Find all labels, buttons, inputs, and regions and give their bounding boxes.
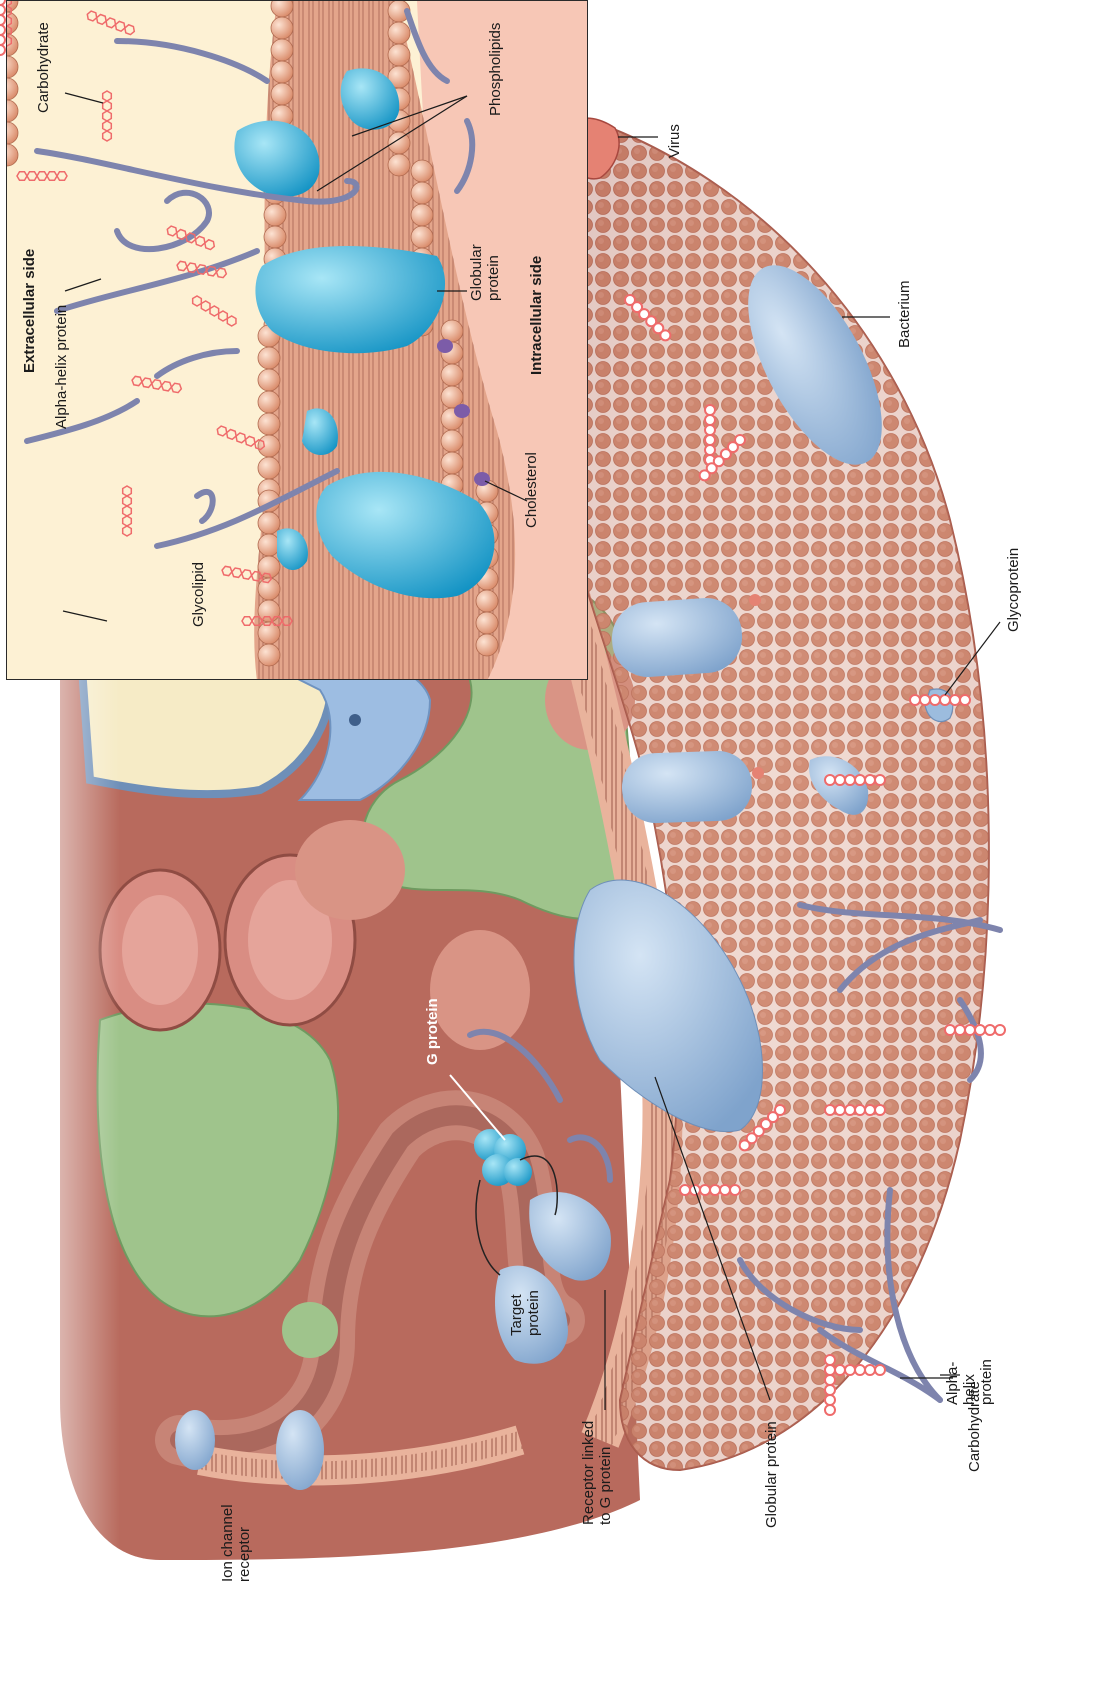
transmembrane-protein <box>610 596 745 680</box>
inset-panel: Extracellular side Intracellular side Ca… <box>6 0 588 680</box>
target-protein-label: Target protein <box>508 1276 542 1336</box>
inset-phospholipids-label: Phospholipids <box>487 23 504 116</box>
glycoprotein-label: Glycoprotein <box>1005 548 1022 632</box>
g-protein-label: G protein <box>424 998 441 1065</box>
inset-cholesterol-label: Cholesterol <box>523 452 540 528</box>
transmembrane-protein <box>621 750 753 824</box>
ion-channel-label: Ion channel receptor <box>219 1502 253 1582</box>
extracellular-title: Extracellular side <box>21 249 38 373</box>
intracellular-title: Intracellular side <box>528 256 545 375</box>
main-globular-protein-label: Globular protein <box>763 1421 780 1528</box>
inset-globular-protein-label: Globular protein <box>468 231 502 301</box>
receptor-linked-label: Receptor linked to G protein <box>580 1415 614 1525</box>
inset-glycolipid-label: Glycolipid <box>190 562 207 627</box>
inset-alpha-helix-label: Alpha-helix protein <box>53 305 70 429</box>
main-carbohydrate-label: Carbohydrate <box>966 1381 983 1472</box>
bacterium-label: Bacterium <box>896 280 913 348</box>
inset-carbohydrate-label: Carbohydrate <box>35 22 52 113</box>
virus-label: Virus <box>666 124 683 158</box>
